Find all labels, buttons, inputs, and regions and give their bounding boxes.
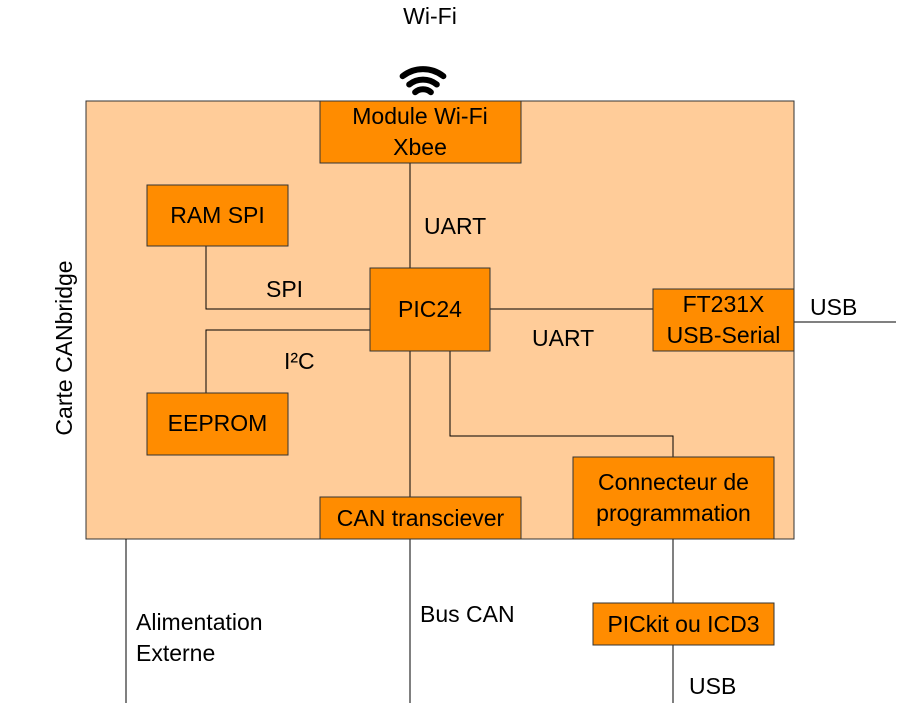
pic24-label: PIC24 bbox=[398, 296, 462, 322]
prog-wire bbox=[449, 351, 674, 457]
usb-right-label: USB bbox=[810, 294, 857, 320]
spi-label: SPI bbox=[266, 276, 303, 302]
ft231x-label-2: USB-Serial bbox=[667, 322, 781, 348]
i2c-wire bbox=[205, 329, 370, 393]
eeprom-label: EEPROM bbox=[168, 410, 268, 436]
pickit-label: PICkit ou ICD3 bbox=[607, 611, 759, 637]
uart-wifi-label: UART bbox=[424, 213, 486, 239]
spi-wire bbox=[205, 246, 370, 310]
ft231x-label-1: FT231X bbox=[683, 291, 765, 317]
uart-usb-label: UART bbox=[532, 325, 594, 351]
ft231x-block: FT231X USB-Serial bbox=[652, 288, 795, 352]
can-transceiver-label: CAN transciever bbox=[337, 505, 505, 531]
i2c-label: I²C bbox=[284, 348, 315, 374]
eeprom-block: EEPROM bbox=[146, 392, 289, 456]
prog-connector-label-2: programmation bbox=[596, 500, 751, 526]
wifi-module-label-1: Module Wi-Fi bbox=[352, 103, 487, 129]
bus-can-label: Bus CAN bbox=[420, 601, 515, 627]
pickit-block: PICkit ou ICD3 bbox=[592, 602, 775, 646]
wifi-label: Wi-Fi bbox=[403, 3, 457, 29]
ram-spi-block: RAM SPI bbox=[146, 184, 289, 247]
can-transceiver-block: CAN transciever bbox=[319, 496, 522, 540]
prog-connector-block: Connecteur de programmation bbox=[572, 456, 775, 540]
board-label: Carte CANbridge bbox=[51, 260, 77, 435]
pic24-block: PIC24 bbox=[369, 267, 491, 352]
wifi-module-block: Module Wi-Fi Xbee bbox=[319, 100, 522, 164]
usb-bottom-label: USB bbox=[689, 673, 736, 699]
wifi-module-label-2: Xbee bbox=[393, 134, 447, 160]
prog-connector-label-1: Connecteur de bbox=[598, 469, 749, 495]
power-label-2: Externe bbox=[136, 640, 215, 666]
wifi-icon bbox=[399, 66, 447, 96]
power-label-1: Alimentation bbox=[136, 609, 263, 635]
ram-spi-label: RAM SPI bbox=[170, 202, 265, 228]
